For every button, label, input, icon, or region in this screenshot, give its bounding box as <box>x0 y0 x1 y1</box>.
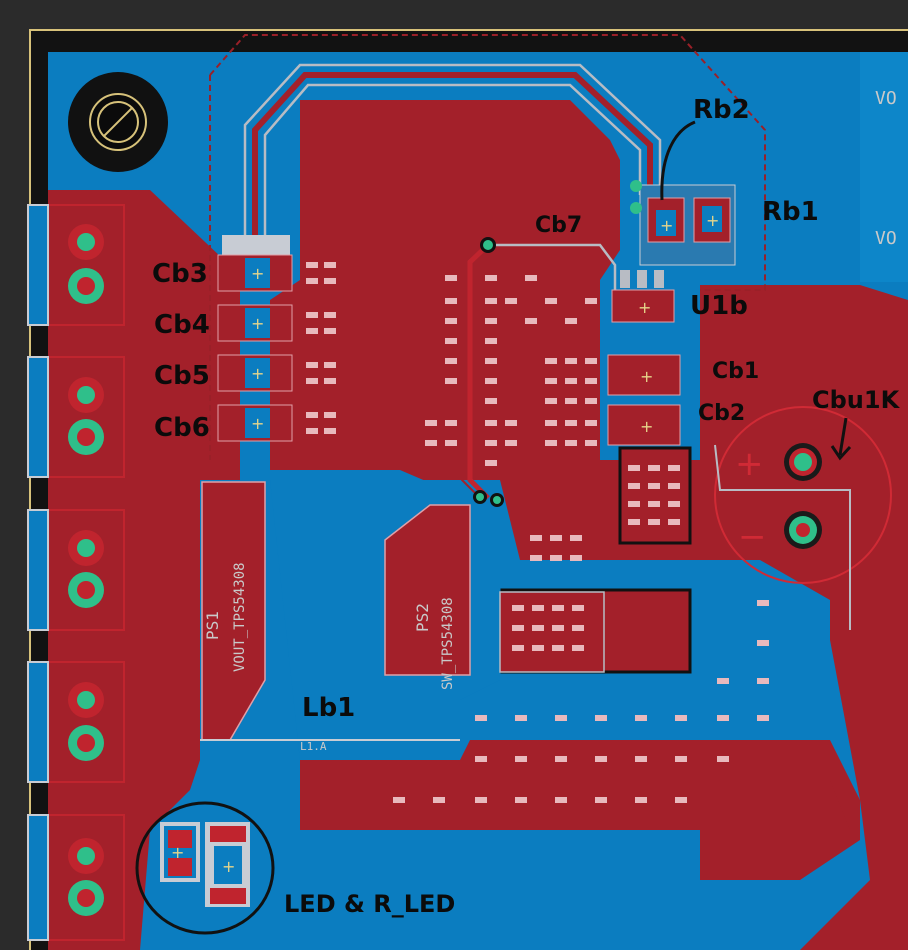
connector-j1 <box>27 204 125 326</box>
ps2-net-label: SW_TPS54308 <box>440 597 456 690</box>
connector-j5 <box>27 814 125 941</box>
svg-text:+: + <box>222 857 235 876</box>
via-pads-left <box>306 262 336 434</box>
feedback-trace <box>243 63 662 245</box>
connector-j2 <box>27 356 125 478</box>
vo-label-2: VO <box>875 228 897 249</box>
ps1-net-label: VOUT_TPS54308 <box>232 562 248 672</box>
svg-text:+: + <box>640 367 653 386</box>
u1b-footprint <box>611 289 675 323</box>
label-cb7: Cb7 <box>535 213 582 238</box>
via-field-center <box>425 275 597 561</box>
svg-text:+: + <box>638 298 651 317</box>
label-cb2: Cb2 <box>698 401 745 426</box>
svg-text:+: + <box>660 216 673 235</box>
l1-ref-label: L1.A <box>300 740 327 753</box>
svg-text:+: + <box>251 264 264 283</box>
ps1-ref-label: PS1 <box>203 611 222 640</box>
label-led: LED & R_LED <box>284 890 455 918</box>
rb-resistors: + + <box>630 180 736 266</box>
label-u1b: U1b <box>690 291 748 321</box>
svg-text:+: + <box>251 364 264 383</box>
ps2-footprint <box>384 504 471 676</box>
via-rows-bottom <box>393 600 769 803</box>
led-and-resistor: + + <box>160 822 250 907</box>
cb1-cb2: + + <box>607 354 681 446</box>
bulk-capacitor: + − <box>714 406 892 584</box>
connector-j4 <box>27 661 125 783</box>
polarity-minus: − <box>738 517 767 557</box>
label-rb2: Rb2 <box>693 95 750 125</box>
copper-pour-left <box>48 190 240 950</box>
cin-block <box>618 446 692 545</box>
vo-label-1: VO <box>875 88 897 109</box>
label-cbulk: Cbu1K <box>812 386 901 414</box>
ps2-ref-label: PS2 <box>413 603 432 632</box>
svg-text:+: + <box>251 414 264 433</box>
svg-text:+: + <box>640 417 653 436</box>
label-cb3: Cb3 <box>152 259 208 289</box>
label-rb1: Rb1 <box>762 197 819 227</box>
label-cb5: Cb5 <box>154 361 210 391</box>
label-cb1: Cb1 <box>712 359 759 384</box>
mounting-hole <box>68 72 168 172</box>
svg-text:+: + <box>171 843 184 862</box>
sw-node-trace <box>490 243 617 290</box>
label-lb1: Lb1 <box>302 693 355 723</box>
svg-text:+: + <box>706 211 719 230</box>
cap-column-cb3-cb6: + + + + <box>217 235 293 442</box>
ps1-footprint <box>201 481 266 741</box>
polarity-plus: + <box>735 444 764 484</box>
copper-pour-main <box>270 100 908 950</box>
label-cb4: Cb4 <box>154 310 210 340</box>
label-cb6: Cb6 <box>154 413 210 443</box>
svg-text:+: + <box>251 314 264 333</box>
hand-annotations: Rb2 Rb1 Cb7 Cb3 Cb4 Cb5 Cb6 U1b Cb1 Cb2 … <box>135 95 901 935</box>
connector-j3 <box>27 509 125 631</box>
